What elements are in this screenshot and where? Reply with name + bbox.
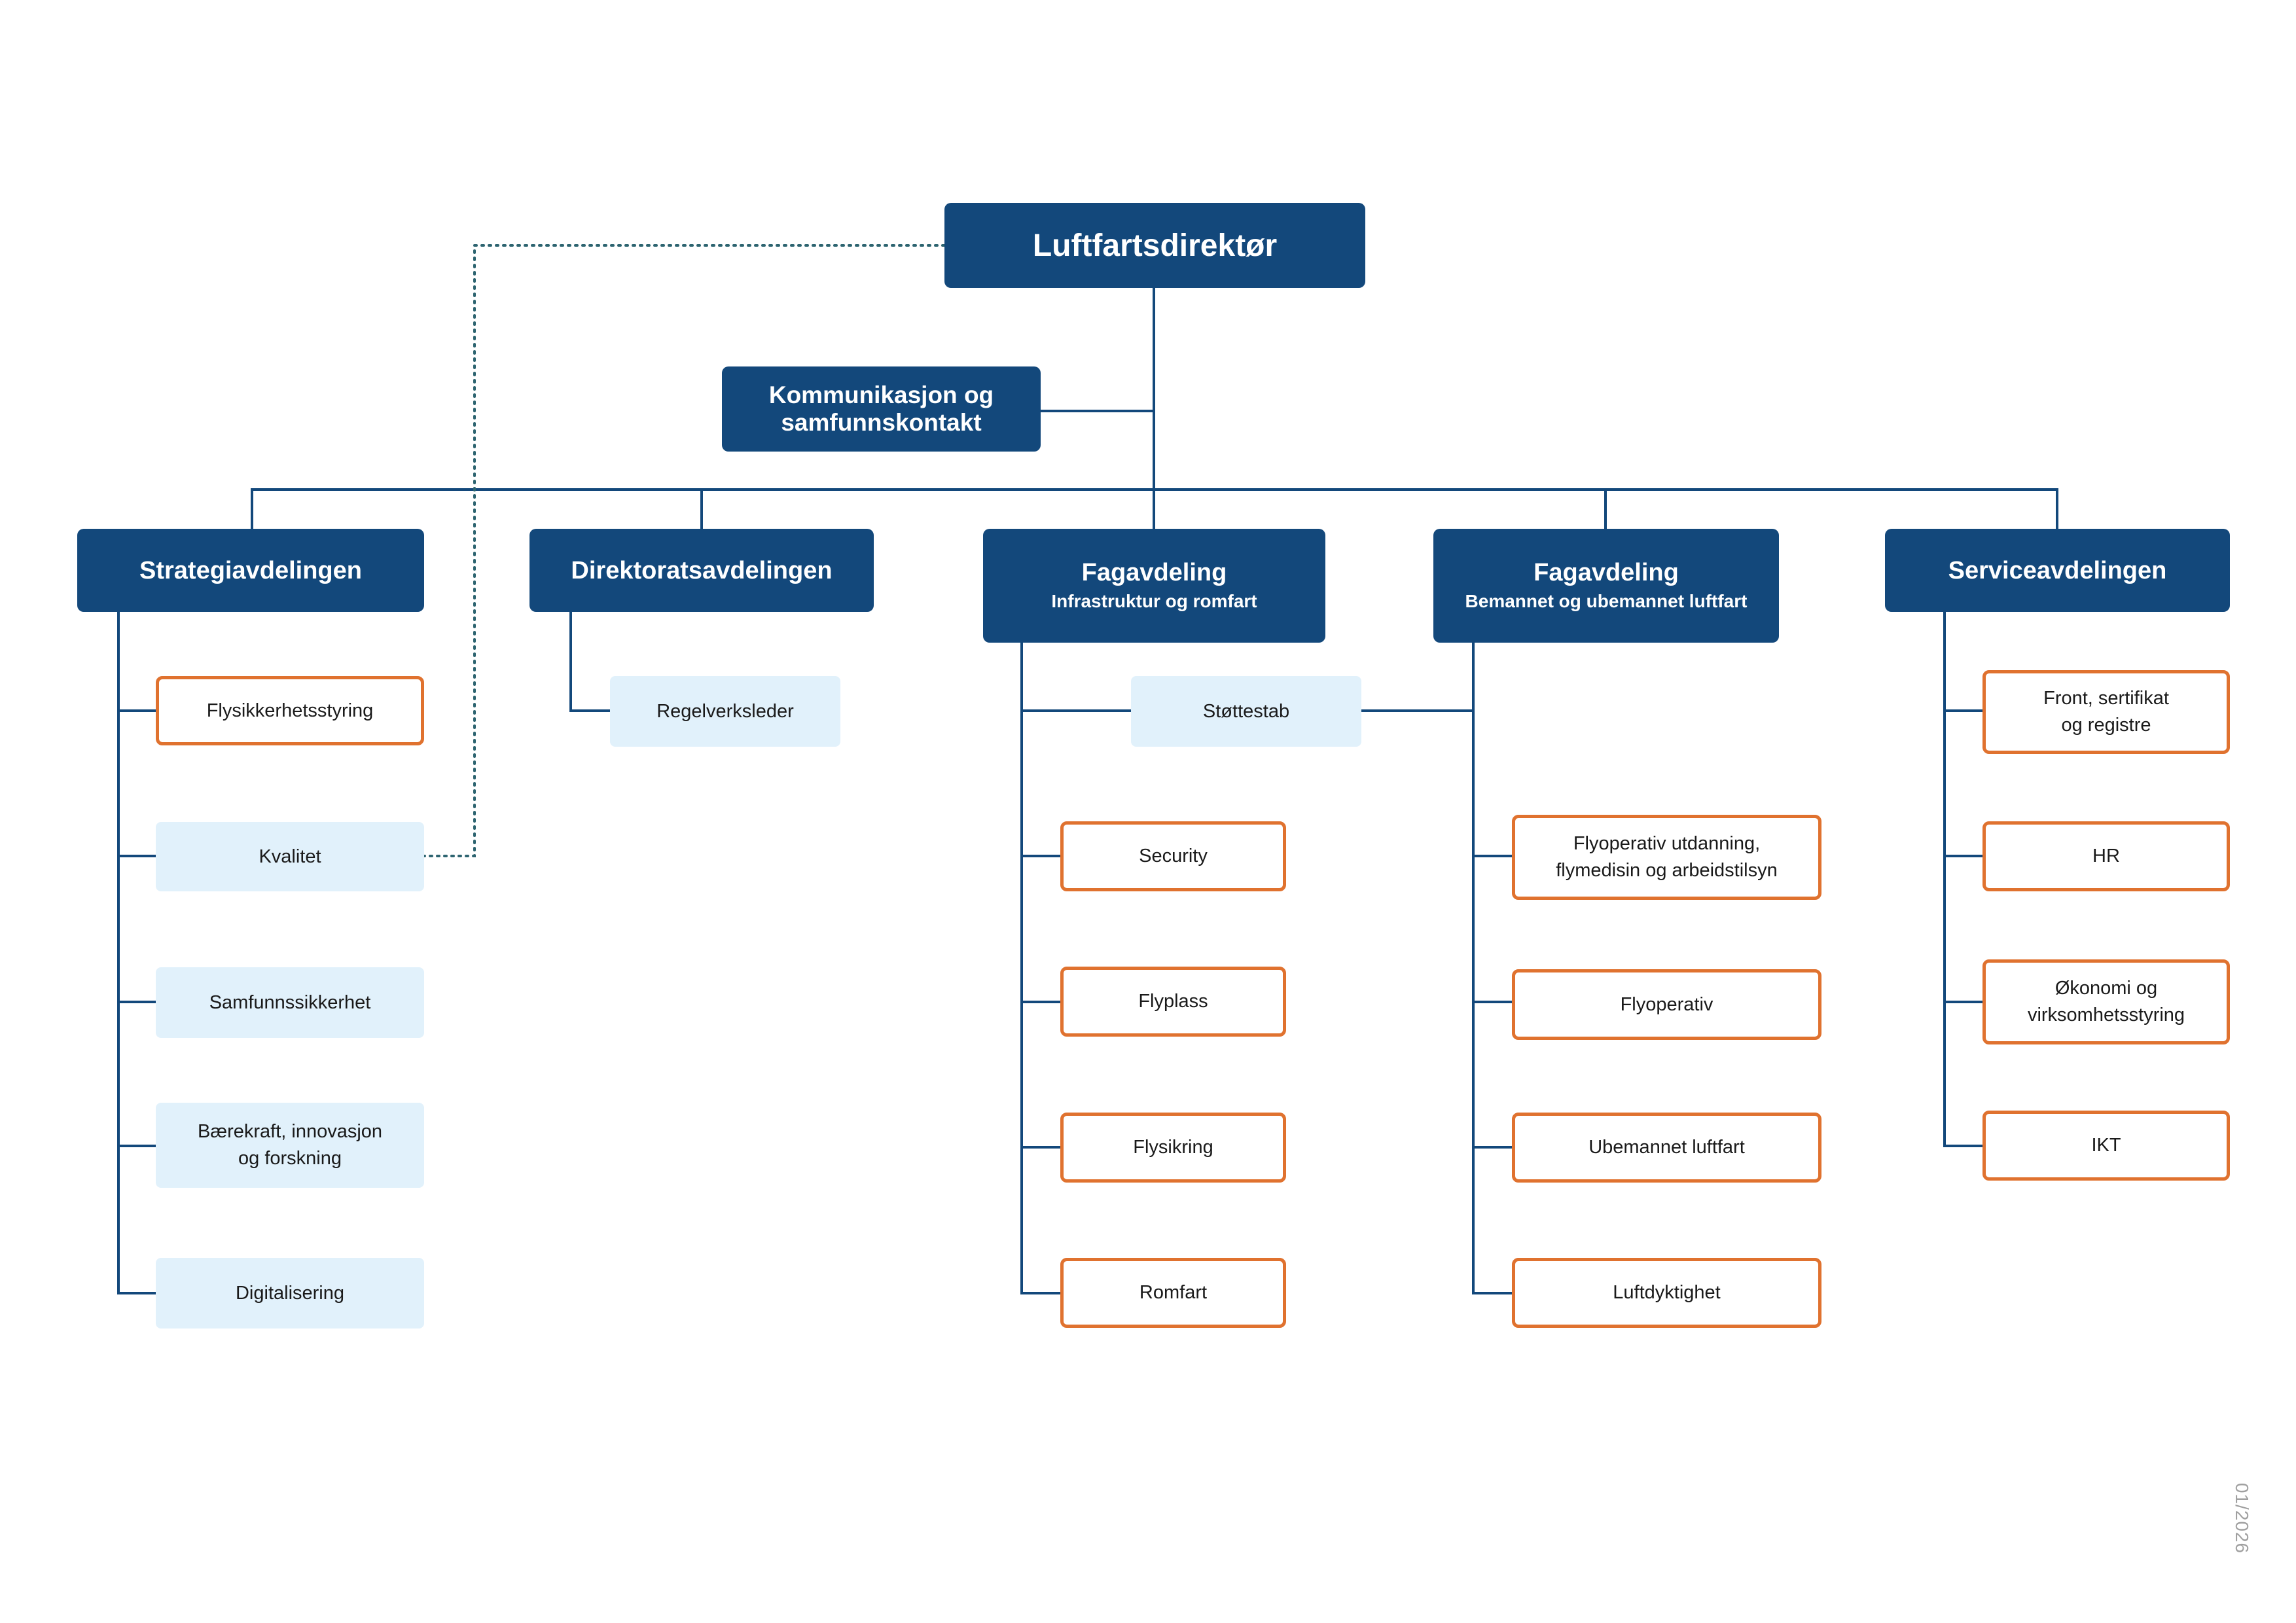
date-text: 01/2026 <box>2232 1482 2252 1554</box>
department-direktorat: Direktoratsavdelingen <box>529 529 874 612</box>
unit-front-sertifikat: Front, sertifikat og registre <box>1982 670 2230 754</box>
unit-flysikkerhetsstyring: Flysikkerhetsstyring <box>156 676 424 745</box>
unit-flysikring: Flysikring <box>1060 1113 1286 1183</box>
unit-okonomi: Økonomi og virksomhetsstyring <box>1982 959 2230 1044</box>
department-title: Fagavdeling <box>1081 559 1227 586</box>
department-subtitle: Infrastruktur og romfart <box>1051 591 1257 611</box>
director-box: Luftfartsdirektør <box>944 203 1365 288</box>
unit-security: Security <box>1060 821 1286 891</box>
unit-romfart: Romfart <box>1060 1258 1286 1328</box>
department-fag-infrastruktur: Fagavdeling Infrastruktur og romfart <box>983 529 1325 643</box>
unit-baerekraft: Bærekraft, innovasjon og forskning <box>156 1103 424 1188</box>
department-subtitle: Bemannet og ubemannet luftfart <box>1465 591 1748 611</box>
department-service: Serviceavdelingen <box>1885 529 2230 612</box>
unit-ubemannet-luftfart: Ubemannet luftfart <box>1512 1113 1821 1183</box>
unit-regelverksleder: Regelverksleder <box>610 676 840 747</box>
unit-hr: HR <box>1982 821 2230 891</box>
department-title: Direktoratsavdelingen <box>571 556 833 584</box>
unit-flyplass: Flyplass <box>1060 967 1286 1037</box>
communication-title: Kommunikasjon og samfunnskontakt <box>768 382 994 436</box>
unit-ikt: IKT <box>1982 1111 2230 1181</box>
unit-stottestab: Støttestab <box>1131 676 1361 747</box>
department-strategi: Strategiavdelingen <box>77 529 424 612</box>
date-label: 01/2026 <box>2222 1482 2261 1555</box>
unit-flyoperativ-utdanning: Flyoperativ utdanning, flymedisin og arb… <box>1512 815 1821 900</box>
communication-box: Kommunikasjon og samfunnskontakt <box>722 366 1041 452</box>
unit-luftdyktighet: Luftdyktighet <box>1512 1258 1821 1328</box>
director-title: Luftfartsdirektør <box>1032 228 1278 263</box>
department-fag-luftfart: Fagavdeling Bemannet og ubemannet luftfa… <box>1433 529 1779 643</box>
department-title: Serviceavdelingen <box>1948 556 2167 584</box>
department-title: Strategiavdelingen <box>139 556 362 584</box>
department-title: Fagavdeling <box>1534 559 1679 586</box>
unit-kvalitet: Kvalitet <box>156 822 424 891</box>
unit-flyoperativ: Flyoperativ <box>1512 969 1821 1040</box>
unit-digitalisering: Digitalisering <box>156 1258 424 1329</box>
unit-samfunnssikkerhet: Samfunnssikkerhet <box>156 967 424 1038</box>
